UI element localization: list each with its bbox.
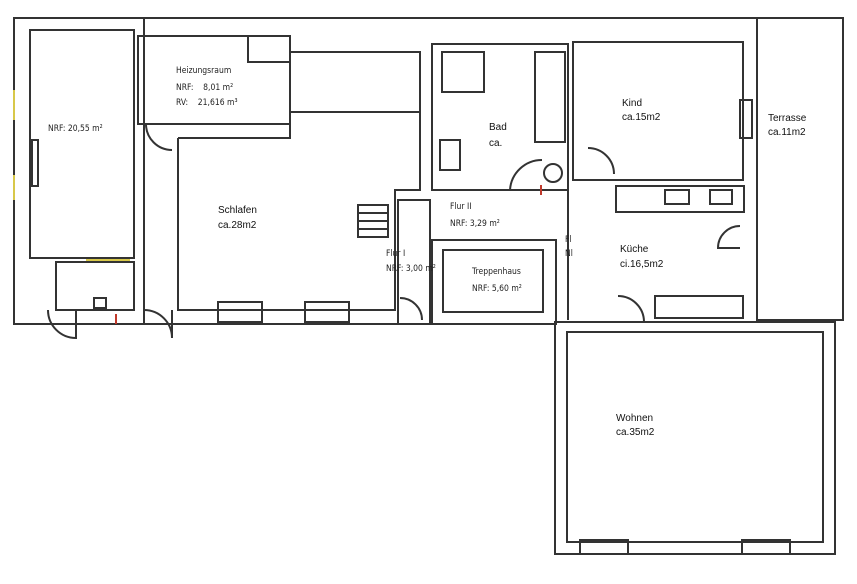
flur2-nrf: NRF: 3,29 m² (450, 219, 500, 229)
flur2-name: Flur II (450, 202, 472, 212)
bad-size: ca. (489, 138, 503, 149)
left-room-area: NRF: 20,55 m² (48, 124, 103, 134)
kueche-size: ci.16,5m2 (620, 259, 664, 270)
heizungsraum-rv: RV: 21,616 m³ (176, 98, 238, 108)
wohnen-size: ca.35m2 (616, 427, 655, 438)
kind-size: ca.15m2 (622, 112, 661, 123)
kind-name: Kind (622, 98, 643, 109)
heizungsraum-nrf: NRF: 8,01 m² (176, 83, 234, 93)
wall-terrasse (756, 17, 844, 321)
flur1-name: Flur I (386, 249, 406, 259)
schlafen-name: Schlafen (218, 205, 257, 216)
bad-name: Bad (489, 122, 507, 133)
small-label-fl: Fl (565, 235, 572, 245)
wall-left-wing (13, 17, 145, 325)
small-label-nl: Nl (565, 249, 573, 259)
schlafen-size: ca.28m2 (218, 220, 257, 231)
heizungsraum-name: Heizungsraum (176, 66, 232, 76)
flur1-nrf: NRF: 3,00 m² (386, 264, 436, 274)
treppenhaus-name: Treppenhaus (472, 267, 521, 277)
terrasse-size: ca.11m2 (768, 127, 806, 138)
wohnen-name: Wohnen (616, 413, 654, 424)
treppenhaus-nrf: NRF: 5,60 m² (472, 284, 522, 294)
kueche-name: Küche (620, 244, 649, 255)
wall-wohnen (554, 321, 836, 555)
terrasse-name: Terrasse (768, 113, 807, 124)
